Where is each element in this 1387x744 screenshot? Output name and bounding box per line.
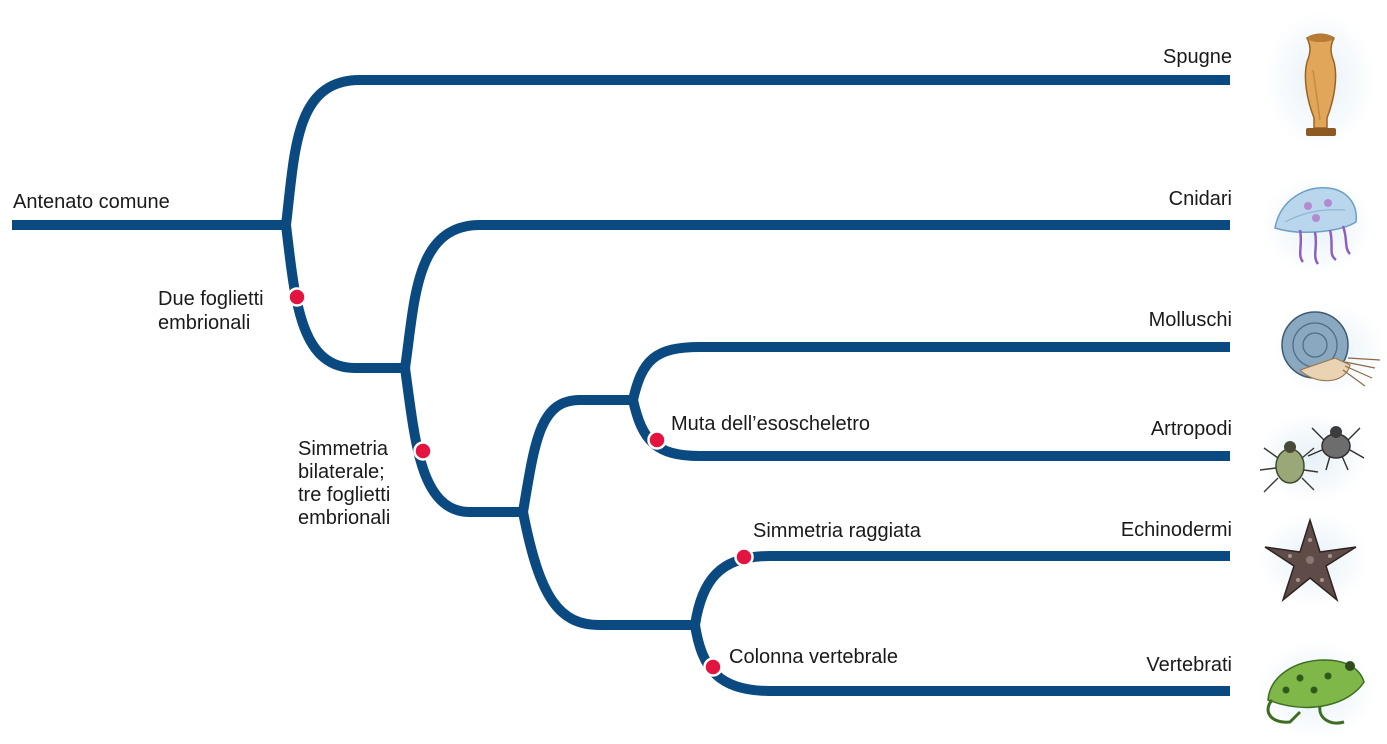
- beetle-illustration: [1256, 412, 1368, 504]
- branch-cnidari: [400, 220, 1230, 369]
- root-label: Antenato comune: [13, 191, 170, 213]
- trait-label-due-foglietti: Due foglietti embrionali: [158, 288, 269, 334]
- trait-label-line: bilaterale;: [298, 461, 385, 483]
- trait-label-simmetria-bilaterale: Simmetria bilaterale; tre foglietti embr…: [298, 438, 396, 529]
- taxon-label-molluschi: Molluschi: [1149, 309, 1232, 331]
- sponge-illustration: [1264, 10, 1376, 150]
- starfish-illustration: [1258, 512, 1370, 608]
- branch-vertebrati: [690, 624, 1230, 696]
- taxon-label-artropodi: Artropodi: [1151, 418, 1232, 440]
- trait-label-muta: Muta dell’esoscheletro: [671, 413, 870, 435]
- taxon-label-cnidari: Cnidari: [1169, 188, 1232, 210]
- trait-label-line: Due foglietti: [158, 288, 264, 310]
- branch-protostomi: [518, 395, 633, 513]
- nautilus-illustration: [1274, 304, 1386, 396]
- branch-deuterostomi: [518, 511, 695, 630]
- branch-spugne: [281, 75, 1230, 226]
- taxon-label-spugne: Spugne: [1163, 46, 1232, 68]
- branch-echinodermi: [690, 551, 1230, 626]
- trait-marker-simmetria-bilaterale: [413, 441, 433, 461]
- trait-label-line: embrionali: [298, 507, 390, 529]
- trait-label-simmetria-raggiata: Simmetria raggiata: [753, 520, 922, 542]
- trait-marker-simmetria-raggiata: [734, 547, 754, 567]
- trait-label-line: embrionali: [158, 312, 250, 334]
- branch-molluschi: [628, 342, 1230, 402]
- taxon-label-vertebrati: Vertebrati: [1146, 654, 1232, 676]
- trait-marker-due-foglietti: [287, 287, 307, 307]
- trait-label-line: Simmetria: [298, 438, 389, 460]
- trait-label-line: tre foglietti: [298, 484, 390, 506]
- trait-label-colonna-vertebrale: Colonna vertebrale: [729, 646, 898, 668]
- branch-eumetazoa: [281, 224, 405, 373]
- trait-marker-muta: [647, 430, 667, 450]
- jellyfish-illustration: [1262, 175, 1374, 275]
- trait-marker-colonna-vertebrale: [703, 657, 723, 677]
- frog-illustration: [1256, 640, 1376, 740]
- branch-bilateria: [400, 367, 523, 517]
- taxon-label-echinodermi: Echinodermi: [1121, 519, 1232, 541]
